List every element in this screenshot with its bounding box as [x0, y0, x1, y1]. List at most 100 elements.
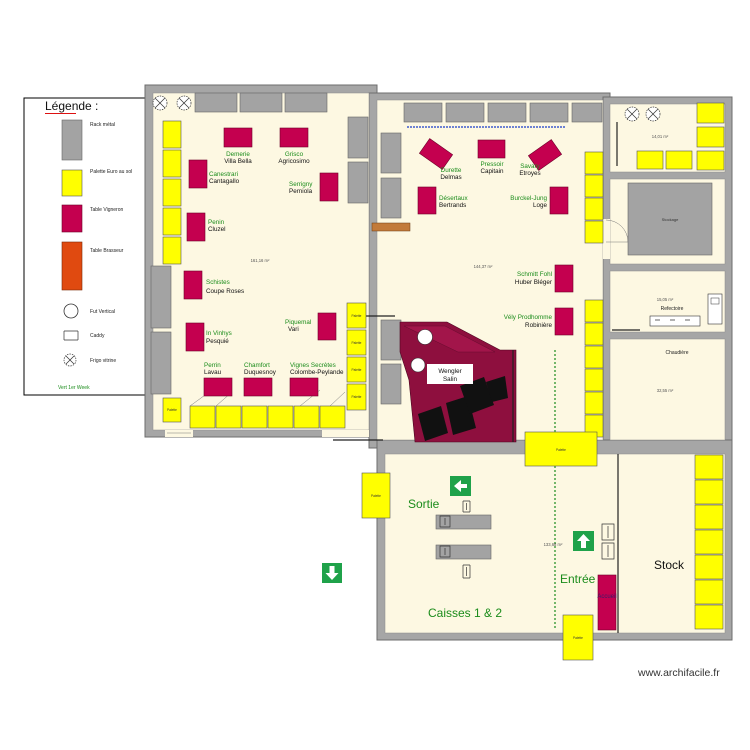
stand-producer: Penin: [208, 219, 225, 226]
doors: [165, 122, 629, 633]
stand-producer: Grisco: [285, 151, 304, 158]
euro-pallet: [665, 150, 693, 170]
metal-rack: [380, 132, 402, 174]
winemaker-table: [418, 138, 454, 170]
euro-pallet: [694, 554, 724, 580]
pallet-label: Palette: [352, 368, 362, 372]
wooden-table: [371, 222, 411, 232]
euro-pallet: [241, 405, 268, 429]
display-block: [486, 376, 508, 402]
euro-pallet: [694, 579, 724, 605]
caddy-icon: [63, 330, 79, 341]
stand-estate: Huber Bléger: [515, 279, 552, 286]
stock-label: Stock: [654, 558, 685, 572]
euro-pallet: [696, 150, 725, 171]
stand-estate: Coupe Roses: [206, 288, 244, 295]
caddy-icon: [601, 542, 615, 560]
caddy-icon: [439, 515, 451, 528]
door-left-hall-exit: [322, 430, 369, 437]
stand-producer: Schmitt Fohl: [517, 271, 552, 278]
stand-schistes: Schistes Coupe Roses: [183, 270, 244, 300]
stand-estate: Cluzel: [208, 226, 226, 233]
stand-producer: Vély Prodhomme: [504, 314, 553, 321]
euro-pallet: [694, 504, 724, 530]
refectory-table: [649, 315, 701, 327]
euro-pallet: [346, 356, 367, 383]
legend-label-rack: Rack métal: [90, 122, 115, 128]
entrance-label: Entrée: [560, 572, 596, 586]
legend-label-barrel: Fut Vertical: [90, 309, 115, 315]
legend-title: Légende :: [45, 99, 98, 113]
metal-rack: [571, 102, 603, 123]
stand-estate: Perniola: [289, 188, 313, 195]
stand-producer: Chamfort: [244, 362, 270, 369]
stand-piquemal: Piquemal Vari: [285, 312, 337, 341]
euro-pallet: [319, 405, 346, 429]
stand-estate: Etroyes: [519, 170, 540, 177]
winemaker-table: [417, 186, 437, 215]
pallet-label: Palette: [573, 636, 583, 640]
euro-pallet: [162, 120, 182, 149]
metal-rack: [347, 161, 369, 204]
stand-estate: Bertrands: [439, 202, 466, 209]
stand-estate: Delmas: [440, 174, 461, 181]
euro-pallet: [162, 397, 182, 423]
shop-area: Palette Palette Palette Sortie: [322, 431, 724, 661]
pallet-label: Palette: [352, 341, 362, 345]
euro-pallet: [346, 383, 367, 411]
floor-left-hall: [152, 92, 370, 431]
stand-desertaux: Désertaux Bertrands: [417, 186, 469, 215]
pallet-swatch: [61, 169, 83, 197]
euro-pallet: [696, 102, 725, 124]
refectory-name: Refectoire: [661, 306, 684, 312]
euro-pallet: [524, 431, 598, 467]
metal-rack: [487, 102, 527, 123]
stand-producer: Demerie: [226, 151, 250, 158]
metal-rack: [380, 363, 402, 405]
floor-boiler-room: [609, 338, 726, 441]
stand-producer: Serrigny: [289, 181, 313, 188]
stand-estate: Capitain: [480, 168, 504, 175]
stand-producer: Piquemal: [285, 319, 311, 326]
metal-rack: [150, 331, 172, 395]
stand-producer: Pressoir: [480, 161, 503, 168]
metal-rack: [403, 102, 443, 123]
fridge-icon: [624, 106, 640, 122]
euro-pallet: [162, 207, 182, 236]
refectory-area: 15,05 m²: [657, 297, 674, 302]
left-hall: Palette Palette Palette Palette Palette …: [150, 92, 369, 429]
winemaker-table: [188, 159, 208, 189]
door-left-hall-bottom: [165, 430, 193, 437]
stand-producer: Canestrari: [209, 171, 238, 178]
fridge-icon: [176, 95, 192, 111]
legend: Légende : Rack métal Palette Euro au sol…: [23, 97, 148, 396]
rack-swatch: [61, 119, 83, 161]
euro-pallet: [636, 150, 664, 170]
watermark: www.archifacile.fr: [637, 667, 720, 679]
legend-label-winemaker-table: Table Vigneron: [90, 207, 123, 213]
stand-penin: Penin Cluzel: [186, 212, 226, 242]
metal-rack: [445, 102, 485, 123]
stand-estate: Colombe-Peylande: [290, 369, 344, 376]
barrel-icon: [417, 329, 433, 345]
winemaker-table: [183, 270, 203, 300]
stand-canestrari: Canestrari Cantagallo: [188, 159, 240, 189]
metal-rack: [380, 319, 402, 361]
main-hall-area: 144,37 m²: [474, 264, 493, 269]
stand-serrigny: Serrigny Perniola: [289, 172, 339, 202]
legend-label-caddy: Caddy: [90, 333, 105, 339]
winemaker-table: [554, 307, 574, 336]
metal-rack: [194, 92, 238, 113]
pallet-label: Palette: [371, 494, 381, 498]
door-annex-opening: [603, 219, 610, 259]
stand-estate: Pesquié: [206, 338, 229, 345]
euro-pallet: [215, 405, 242, 429]
euro-pallet: [162, 178, 182, 207]
stand-estate: Lavau: [204, 369, 222, 376]
fridge-icon: [645, 106, 661, 122]
stand-estate: Loge: [533, 202, 548, 209]
euro-pallet: [584, 391, 604, 415]
exit-label: Sortie: [408, 497, 440, 511]
euro-pallet: [696, 126, 725, 148]
euro-pallet: [162, 149, 182, 178]
